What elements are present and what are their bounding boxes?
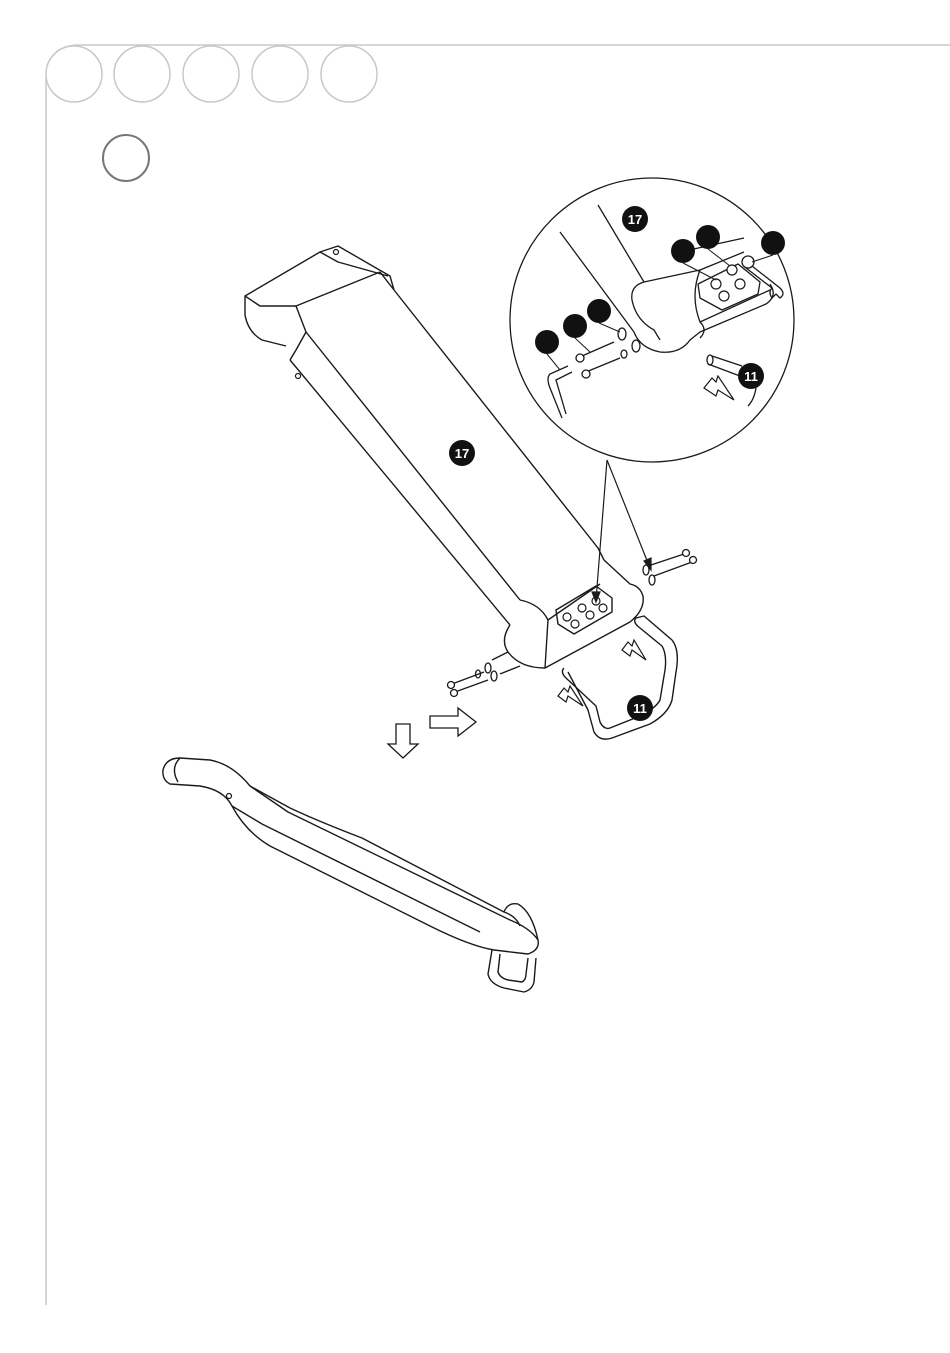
callout-detail-body-label: 17 bbox=[628, 212, 642, 227]
callout-main-handle-label: 11 bbox=[633, 701, 647, 716]
insert-arrows bbox=[558, 640, 646, 706]
page-frame bbox=[46, 45, 950, 1305]
step-circle-3 bbox=[183, 46, 239, 102]
direction-arrows bbox=[388, 708, 476, 758]
step-circle-4 bbox=[252, 46, 308, 102]
step-indicator bbox=[103, 135, 149, 181]
callout-detail-handle-label: 11 bbox=[744, 369, 758, 384]
handle-part bbox=[562, 616, 677, 739]
arrow-down-icon bbox=[388, 724, 418, 758]
step-circle-5 bbox=[321, 46, 377, 102]
step-circle-2 bbox=[114, 46, 170, 102]
callout-detail-hw-6 bbox=[535, 330, 559, 354]
base-rail-part bbox=[163, 758, 538, 992]
callout-detail-hw-2 bbox=[696, 225, 720, 249]
detail-magnifier bbox=[510, 178, 794, 462]
step-progress bbox=[46, 46, 377, 102]
arrow-right-icon bbox=[430, 708, 476, 736]
callout-detail-hw-4 bbox=[587, 299, 611, 323]
leader-lines bbox=[592, 460, 651, 602]
callout-main-body-label: 17 bbox=[455, 446, 469, 461]
bolts-left bbox=[448, 663, 498, 697]
callout-detail-hw-5 bbox=[563, 314, 587, 338]
callout-detail-hw-3 bbox=[761, 231, 785, 255]
callout-detail-hw-1 bbox=[671, 239, 695, 263]
step-circle-1 bbox=[46, 46, 102, 102]
